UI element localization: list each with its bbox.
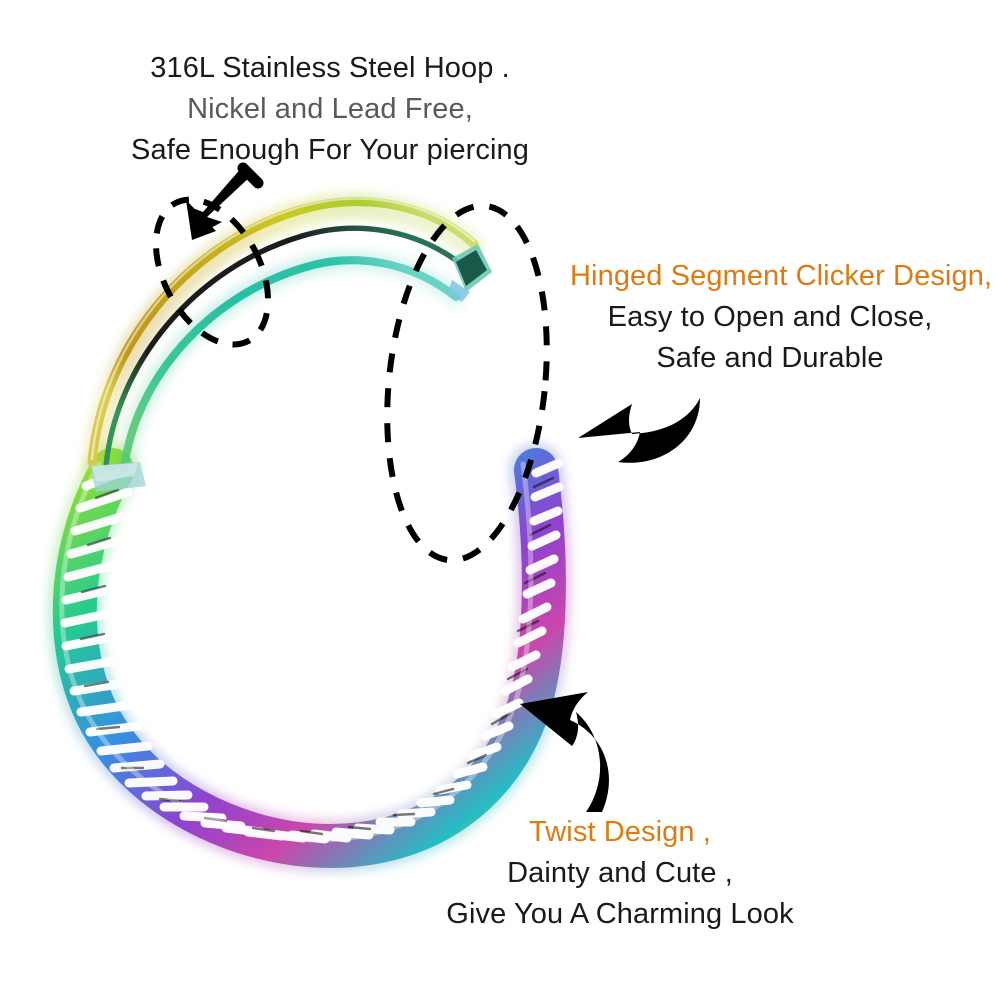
hinge-line-3: Safe and Durable	[656, 342, 884, 374]
curved-arrow-to-hinge	[578, 398, 700, 463]
smooth-hinged-segment	[83, 193, 492, 492]
straight-arrow-down-left	[186, 162, 264, 240]
material-line-3: Safe Enough For Your piercing	[131, 134, 529, 166]
twist-line-2: Dainty and Cute ,	[507, 857, 733, 889]
material-callout: 316L Stainless Steel Hoop . Nickel and L…	[0, 48, 660, 171]
twisted-rope-body	[47, 443, 571, 874]
twist-callout: Twist Design , Dainty and Cute , Give Yo…	[360, 812, 880, 935]
segment-joint-left	[90, 462, 146, 492]
material-line-2: Nickel and Lead Free,	[187, 93, 473, 125]
rotation-indicator-left	[152, 196, 272, 348]
hinge-highlight-ellipse	[384, 202, 550, 564]
hinge-end-cap	[448, 244, 492, 302]
material-line-1: 316L Stainless Steel Hoop .	[150, 52, 510, 84]
twist-line-1: Twist Design ,	[529, 816, 711, 848]
hinge-line-2: Easy to Open and Close,	[607, 301, 933, 333]
hinge-callout: Hinged Segment Clicker Design, Easy to O…	[570, 256, 993, 379]
curved-arrow-to-twist	[520, 692, 609, 812]
twist-line-3: Give You A Charming Look	[446, 898, 794, 930]
hinge-line-1: Hinged Segment Clicker Design,	[570, 260, 993, 292]
